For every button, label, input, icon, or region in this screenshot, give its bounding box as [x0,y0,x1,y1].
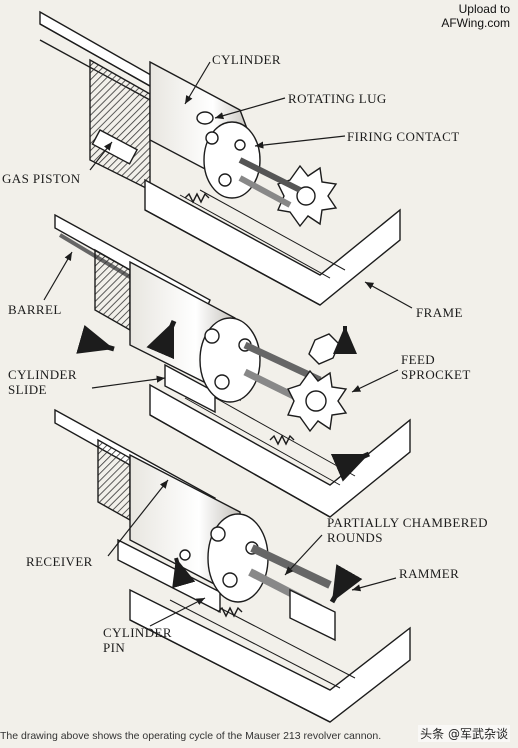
label-cylinder-slide-line1: CYLINDER [8,367,77,382]
label-frame: FRAME [416,305,463,320]
label-cylinder-pin-line1: CYLINDER [103,625,172,640]
label-rotating-lug: ROTATING LUG [288,91,387,106]
label-firing-contact: FIRING CONTACT [347,129,460,144]
top-assembly [39,10,401,306]
label-cylinder-slide: CYLINDER SLIDE [8,367,77,397]
label-partially-chambered-rounds: PARTIALLY CHAMBERED ROUNDS [327,515,488,545]
watermark-line1: Upload to [458,2,510,16]
label-barrel: BARREL [8,302,62,317]
label-cylinder-slide-line2: SLIDE [8,382,47,397]
label-receiver: RECEIVER [26,554,93,569]
label-rammer: RAMMER [399,566,460,581]
label-feed-sprocket-line1: FEED [401,352,436,367]
label-feed-sprocket-line2: SPROCKET [401,367,471,382]
label-cylinder: CYLINDER [212,52,281,67]
leader-lines [43,61,413,627]
label-gas-piston: GAS PISTON [2,171,81,186]
label-cylinder-pin: CYLINDER PIN [103,625,172,655]
middle-assembly [54,213,411,518]
label-feed-sprocket: FEED SPROCKET [401,352,471,382]
caption: The drawing above shows the operating cy… [0,730,382,742]
label-partially-chambered-line1: PARTIALLY CHAMBERED [327,515,488,530]
label-partially-chambered-line2: ROUNDS [327,530,383,545]
label-cylinder-pin-line2: PIN [103,640,126,655]
watermark: Upload to AFWing.com [441,2,510,30]
corner-watermark: 头条 @军武杂谈 [418,725,510,742]
watermark-line2: AFWing.com [441,16,510,30]
